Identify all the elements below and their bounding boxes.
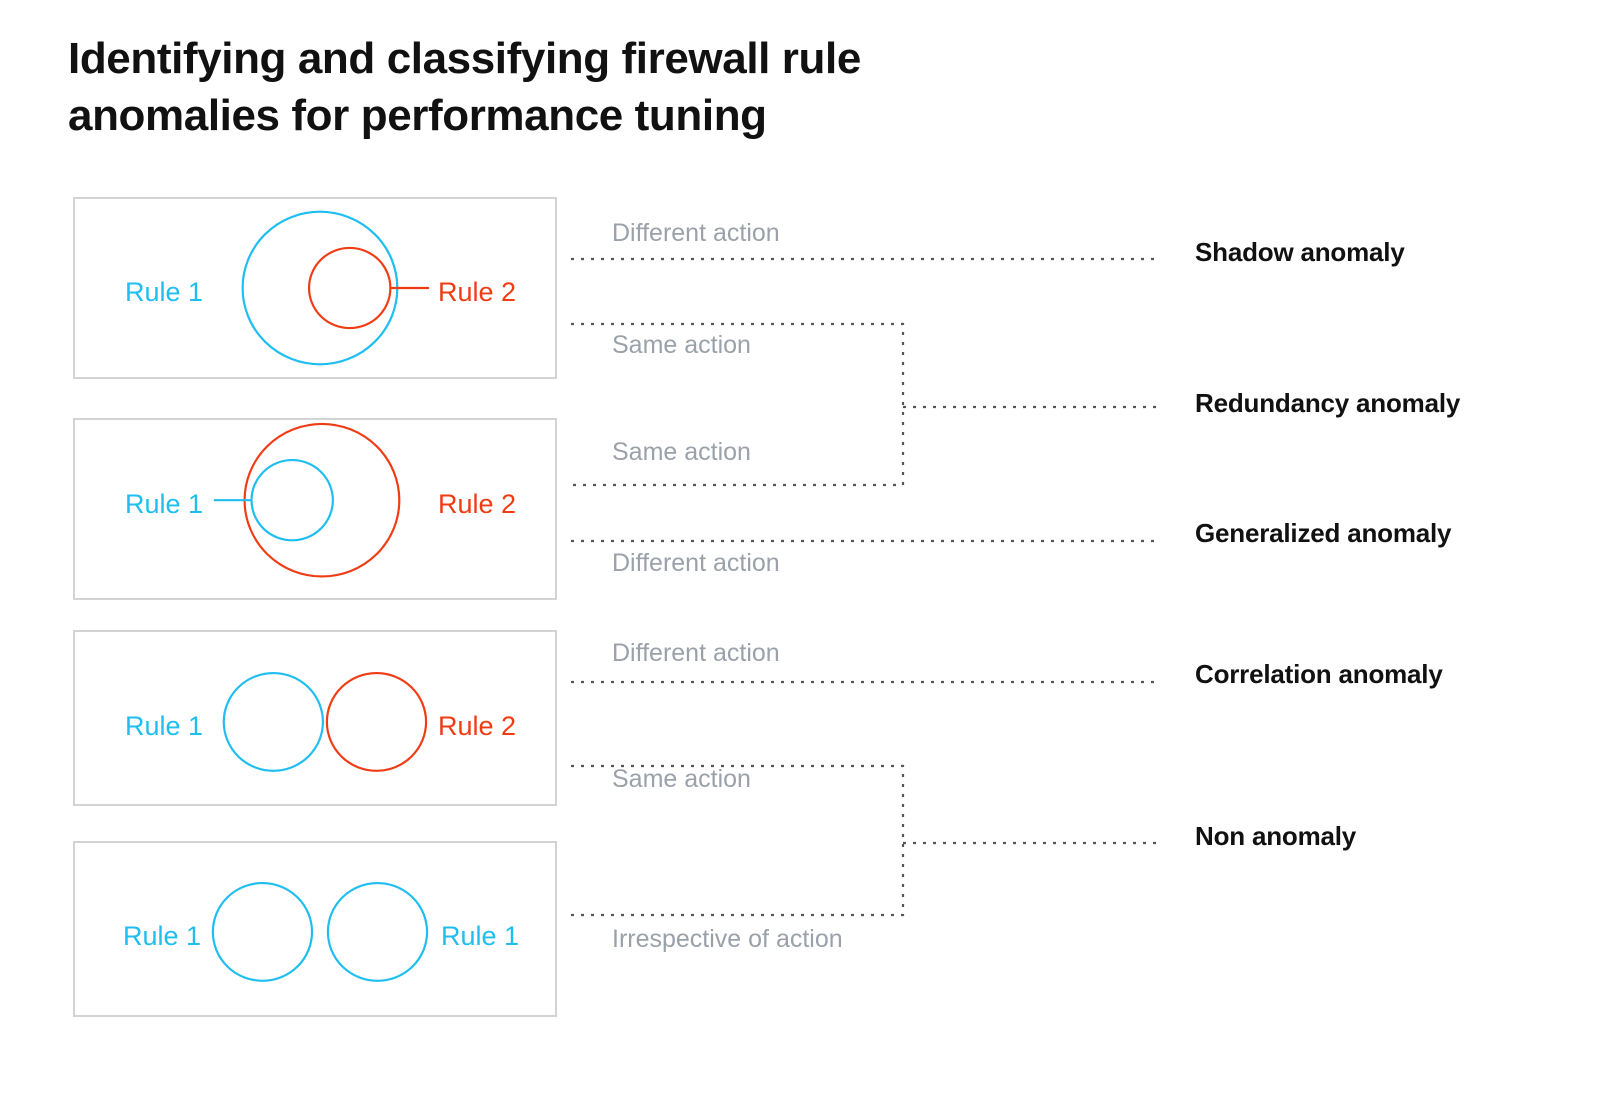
anomaly-label-redundancy: Redundancy anomaly [1195,388,1461,418]
box1-label-rule2: Rule 2 [438,277,517,307]
box2-label-rule2: Rule 2 [438,489,517,519]
action-label-different-3: Different action [612,639,780,667]
page-title: Identifying and classifying firewall rul… [68,34,861,141]
box3-label-rule1: Rule 1 [125,711,204,741]
anomaly-label-non: Non anomaly [1195,821,1357,851]
rule-box-non-anomaly: Rule 1 Rule 1 [73,841,557,1017]
circle-rule1-left [211,881,314,982]
box3-label-rule2: Rule 2 [438,711,517,741]
rule-box-correlation: Rule 1 Rule 2 [73,630,557,806]
box2-label-rule1: Rule 1 [125,489,204,519]
circle-rule2 [325,671,428,772]
circle-rule1 [250,459,334,542]
action-label-same-2: Same action [612,438,751,466]
anomaly-label-shadow: Shadow anomaly [1195,237,1405,267]
circle-rule2 [307,246,392,330]
circle-rule1-right [326,881,429,982]
venn-rule1-inside-rule2 [213,422,401,578]
venn-rule1-adjacent-rule2 [222,671,428,772]
anomaly-label-correlation: Correlation anomaly [1195,659,1443,689]
rule-box-redundancy: Rule 1 Rule 2 [73,418,557,600]
rule-box-shadow-generalized: Rule 1 Rule 2 [73,197,557,379]
circle-rule2 [243,422,401,578]
circle-rule1 [241,210,399,366]
circle-rule1 [222,671,325,772]
action-label-same-3: Same action [612,765,751,793]
action-label-different-1: Different action [612,219,780,247]
action-label-irrespective: Irrespective of action [612,925,843,953]
venn-rule2-inside-rule1 [241,210,430,366]
box4-label-rule1-right: Rule 1 [441,921,520,951]
box4-label-rule1-left: Rule 1 [123,921,202,951]
action-label-same-1: Same action [612,331,751,359]
action-label-different-2: Different action [612,549,780,577]
anomaly-label-generalized: Generalized anomaly [1195,518,1452,548]
venn-rule1-disjoint-rule1 [211,881,429,982]
box1-label-rule1: Rule 1 [125,277,204,307]
